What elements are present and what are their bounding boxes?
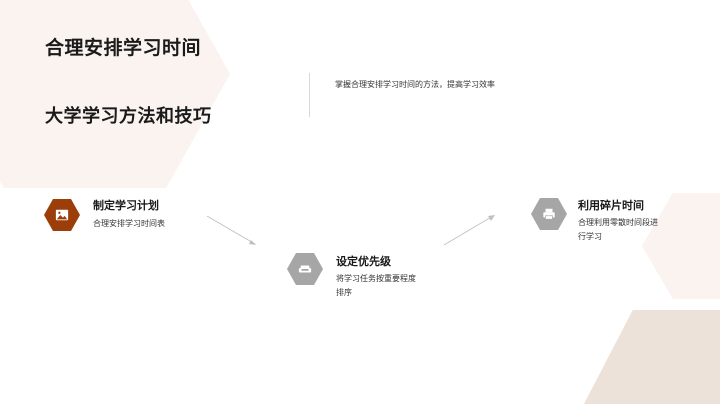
arrow-icon (443, 215, 495, 246)
slide-title: 合理安排学习时间 (45, 37, 202, 59)
step-title: 利用碎片时间 (578, 199, 644, 212)
background-hexagon-right (642, 193, 720, 299)
background-shape-bottom-right (560, 310, 720, 404)
step-description: 将学习任务按重要程度排序 (336, 274, 416, 297)
slide-description: 掌握合理安排学习时间的方法，提高学习效率 (335, 80, 495, 89)
arrow-icon (206, 215, 256, 245)
background-hexagon-top-left (0, 0, 230, 188)
step-description: 合理利用零散时间段进行学习 (578, 218, 658, 241)
sofa-icon (287, 253, 323, 285)
step-description: 合理安排学习时间表 (93, 219, 165, 228)
step-title: 制定学习计划 (93, 199, 159, 212)
slide-subtitle: 大学学习方法和技巧 (45, 106, 212, 127)
image-icon (44, 199, 80, 231)
printer-icon (531, 198, 567, 230)
divider-line (309, 73, 310, 117)
step-title: 设定优先级 (336, 255, 391, 268)
